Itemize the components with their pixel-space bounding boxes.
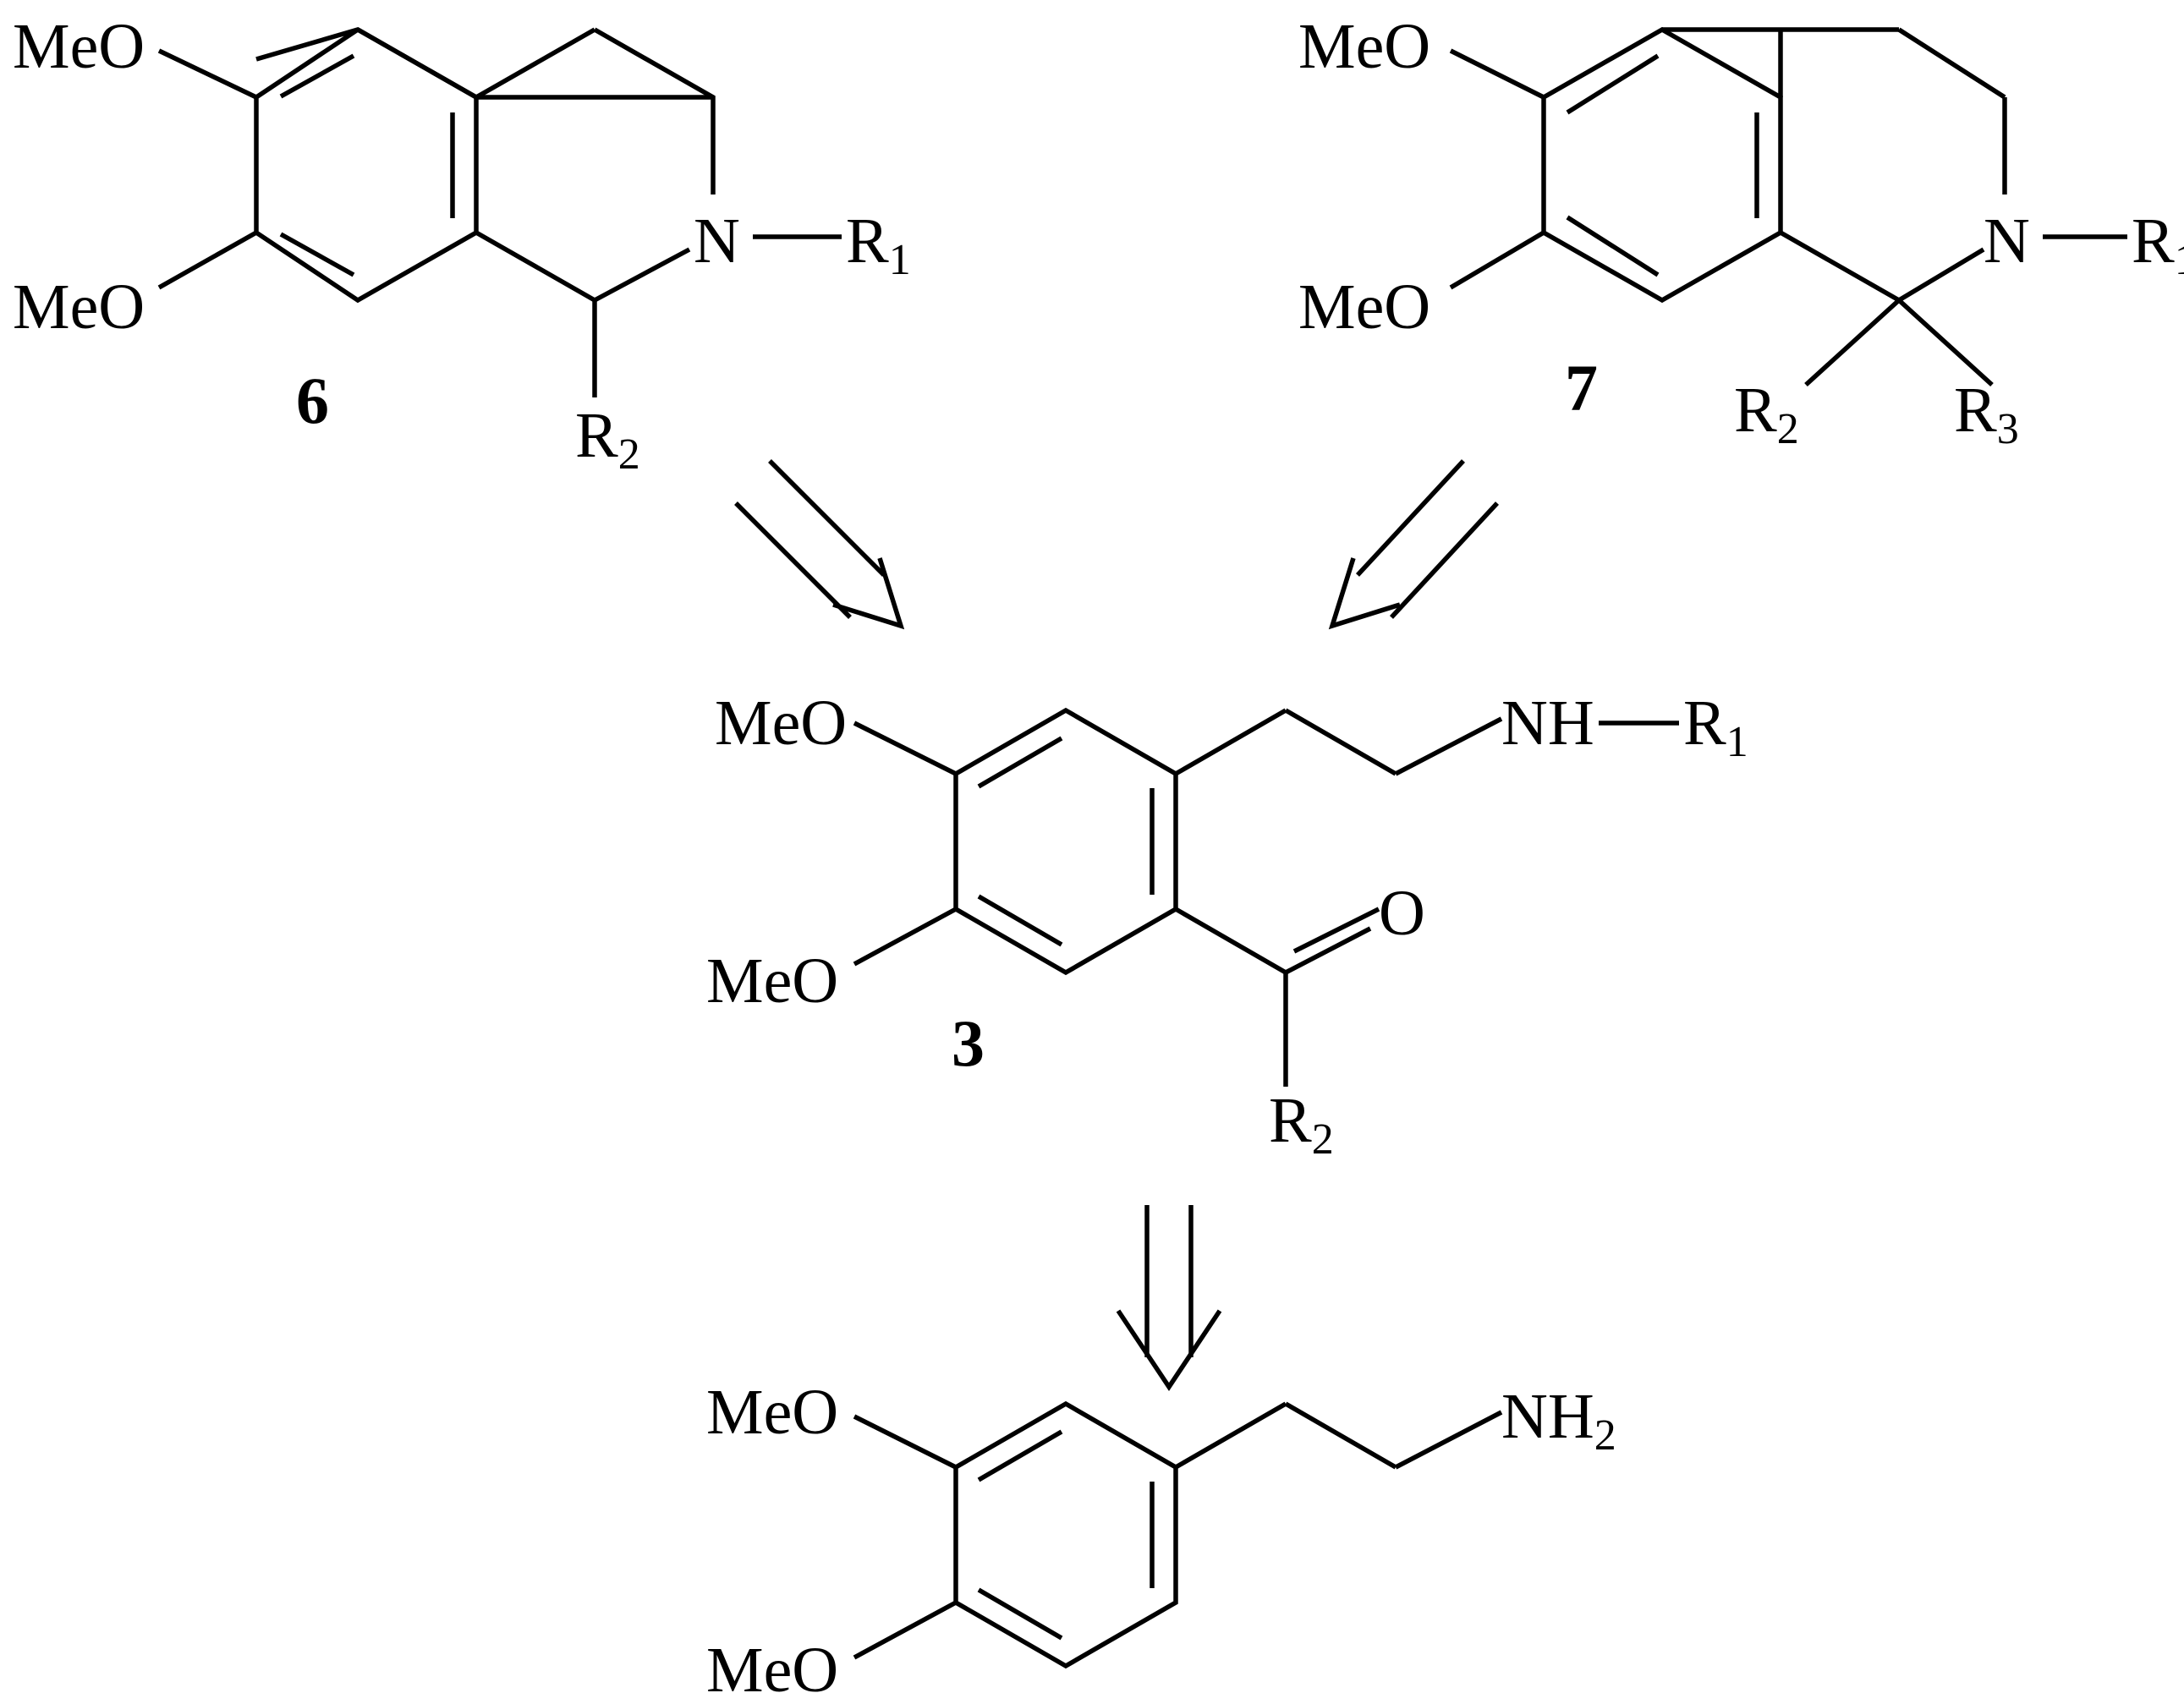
compound-6-r1: R1 [846, 205, 911, 284]
starting-amine-nh2: NH2 [1501, 1381, 1616, 1460]
compound-7-r2: R2 [1734, 375, 1799, 453]
compound-6-r2: R2 [575, 400, 640, 479]
compound-3-number: 3 [952, 1006, 985, 1080]
compound-6-methoxy-bottom: MeO [13, 271, 145, 342]
starting-amine-structure [853, 1400, 1503, 1669]
compound-3-methoxy-bottom: MeO [706, 945, 838, 1016]
compound-3-structure [853, 707, 1679, 1087]
compound-3-r2: R2 [1269, 1085, 1334, 1164]
retro-arrow-7-to-3 [1328, 459, 1500, 630]
retro-arrow-3-to-amine [1116, 1205, 1222, 1391]
starting-amine-methoxy-bottom: MeO [706, 1635, 838, 1704]
compound-7-methoxy-top: MeO [1298, 11, 1430, 82]
compound-3-r1: R1 [1683, 688, 1748, 766]
compound-6-methoxy-top: MeO [13, 11, 145, 82]
compound-3-amine: NH [1501, 688, 1594, 759]
compound-7-r3: R3 [1954, 375, 2019, 453]
compound-6-number: 6 [296, 364, 329, 437]
compound-7-methoxy-bottom: MeO [1298, 271, 1430, 342]
starting-amine-methoxy-top: MeO [706, 1377, 838, 1448]
compound-3-carbonyl-oxygen: O [1379, 878, 1425, 949]
compound-7-structure [1449, 26, 2127, 387]
compound-7-nitrogen: N [1984, 205, 2030, 277]
retro-arrow-6-to-3 [734, 459, 905, 630]
compound-7-r1: R1 [2132, 205, 2184, 284]
compound-6-nitrogen: N [694, 205, 740, 277]
compound-6-structure [157, 27, 842, 397]
compound-7-number: 7 [1565, 351, 1598, 425]
compound-3-methoxy-top: MeO [715, 688, 847, 759]
